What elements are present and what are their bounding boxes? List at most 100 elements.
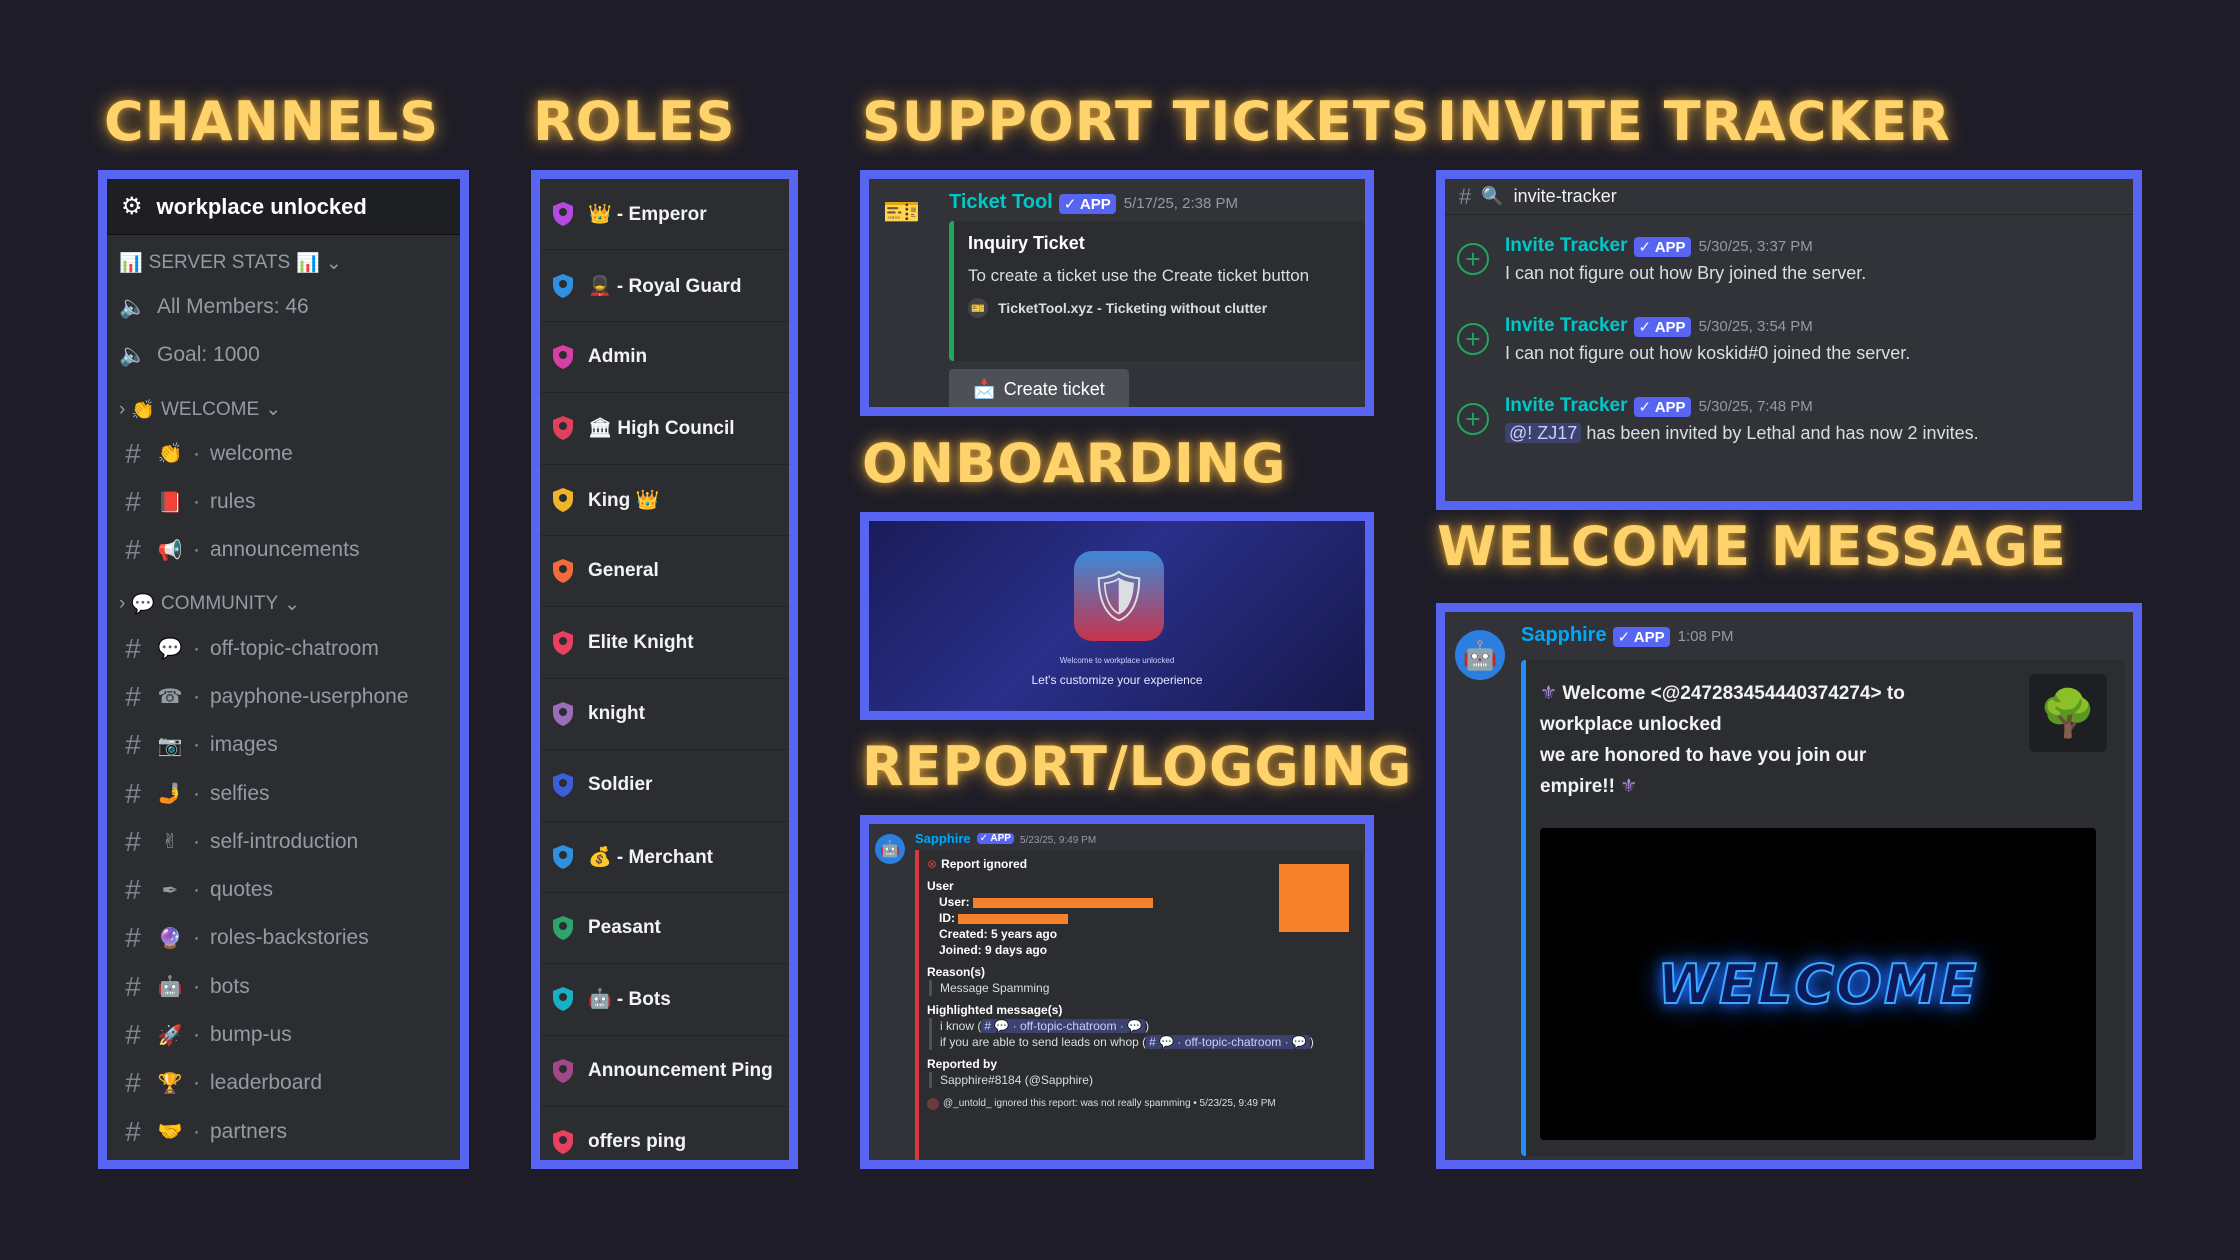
invite-timestamp: 5/30/25, 7:48 PM — [1698, 398, 1813, 415]
avatar — [927, 1098, 939, 1110]
role-name: Admin — [588, 345, 648, 367]
channels-panel: ⚙ workplace unlocked 📊 SERVER STATS 📊 ⌄ … — [98, 170, 469, 1169]
role-item[interactable]: Peasant — [540, 893, 789, 965]
role-item[interactable]: King 👑 — [540, 465, 789, 536]
role-item[interactable]: offers ping — [540, 1107, 789, 1160]
role-item[interactable]: Soldier — [540, 750, 789, 822]
welcome-line-4: empire!! — [1540, 776, 1615, 797]
role-item[interactable]: 💂 - Royal Guard — [540, 250, 789, 322]
role-item[interactable]: Announcement Ping — [540, 1036, 789, 1108]
report-footer: @_untold_ ignored this report: was not r… — [943, 1098, 1276, 1109]
category-community[interactable]: › 💬 COMMUNITY ⌄ — [107, 584, 460, 624]
invite-bot-name[interactable]: Invite Tracker — [1505, 315, 1628, 336]
id-key: ID: — [939, 911, 955, 925]
channel-bots[interactable]: #🤖·bots — [107, 963, 460, 1011]
channel-roles-backstories[interactable]: #🔮·roles-backstories — [107, 914, 460, 962]
dot-separator: · — [193, 781, 200, 805]
welcome-bot-name[interactable]: Sapphire — [1521, 624, 1607, 646]
role-item[interactable]: 💰 - Merchant — [540, 822, 789, 893]
hash-icon: # — [125, 874, 141, 906]
server-name: workplace unlocked — [156, 193, 367, 219]
channel-emoji-icon: ✒ — [161, 879, 179, 902]
shield-icon — [552, 844, 574, 870]
chevron-down-icon: ⌄ — [325, 252, 342, 274]
channel-chip[interactable]: # 💬 · off-topic-chatroom · 💬 — [981, 1019, 1146, 1033]
hash-icon: # — [125, 486, 141, 518]
role-item[interactable]: Elite Knight — [540, 607, 789, 679]
invite-bot-name[interactable]: Invite Tracker — [1505, 395, 1628, 416]
channel-chip[interactable]: # 💬 · off-topic-chatroom · 💬 — [1146, 1035, 1310, 1049]
channel-label: selfies — [210, 781, 270, 805]
welcome-banner-image: WELCOME — [1540, 828, 2096, 1140]
hash-icon: # — [125, 729, 141, 761]
heading-invite-tracker: INVITE TRACKER — [1437, 90, 1951, 153]
welcome-banner-text: WELCOME — [1656, 952, 1979, 1017]
dot-separator: · — [193, 974, 200, 998]
chevron-down-icon: ⌄ — [265, 399, 282, 421]
channel-partners[interactable]: #🤝·partners — [107, 1107, 460, 1155]
channel-self-introduction[interactable]: #✌·self-introduction — [107, 818, 460, 866]
channel-announcements[interactable]: #📢·announcements — [107, 526, 460, 574]
channel-selfies[interactable]: #🤳·selfies — [107, 769, 460, 817]
report-embed: ⊗ Report ignored User User: ID: Created:… — [915, 850, 1363, 1160]
hash-icon: # — [125, 437, 141, 469]
channel-bump-us[interactable]: #🚀·bump-us — [107, 1011, 460, 1059]
fleur-icon: ⚜ — [1540, 683, 1558, 704]
stat-channel[interactable]: 🔈Goal: 1000 — [107, 331, 460, 379]
server-header[interactable]: ⚙ workplace unlocked — [107, 179, 460, 235]
invite-bot-name[interactable]: Invite Tracker — [1505, 235, 1628, 256]
report-bot-name[interactable]: Sapphire — [915, 831, 971, 846]
channel-emoji-icon: ☎ — [157, 686, 183, 709]
stat-channel[interactable]: 🔈All Members: 46 — [107, 283, 460, 331]
role-item[interactable]: General — [540, 536, 789, 608]
welcome-line-1: Welcome <@247283454440374274> to — [1562, 683, 1905, 704]
role-item[interactable]: 🤖 - Bots — [540, 964, 789, 1036]
channel-rules[interactable]: #📕·rules — [107, 478, 460, 526]
channel-emoji-icon: 🔮 — [157, 927, 183, 950]
highlight-label: Highlighted message(s) — [927, 1003, 1063, 1017]
welcome-line-3: we are honored to have you join our — [1540, 745, 1867, 766]
role-name: Soldier — [588, 774, 653, 796]
shield-icon — [552, 630, 574, 656]
highlight-2-text: if you are able to send leads on whop ( — [940, 1035, 1147, 1049]
channel-welcome[interactable]: #👏·welcome — [107, 430, 460, 478]
channel-payphone-userphone[interactable]: #☎·payphone-userphone — [107, 673, 460, 721]
channel-label: off-topic-chatroom — [210, 636, 379, 660]
clap-icon: 👏 — [131, 399, 155, 421]
channel-off-topic-chatroom[interactable]: #💬·off-topic-chatroom — [107, 624, 460, 672]
app-badge: ✓ APP — [976, 833, 1014, 845]
channel-leaderboard[interactable]: #🏆·leaderboard — [107, 1059, 460, 1107]
role-name: King 👑 — [588, 489, 660, 511]
report-user-label: User — [927, 879, 954, 893]
channel-quotes[interactable]: #✒·quotes — [107, 866, 460, 914]
role-item[interactable]: Admin — [540, 322, 789, 394]
role-item[interactable]: 👑 - Emperor — [540, 179, 789, 251]
category-welcome[interactable]: › 👏 WELCOME ⌄ — [107, 390, 460, 430]
channel-label: bump-us — [210, 1023, 292, 1046]
role-name: Peasant — [588, 917, 661, 939]
shield-icon — [552, 986, 574, 1012]
channel-label: rules — [210, 490, 256, 514]
onboarding-small-text: Welcome to workplace unlocked — [1059, 656, 1175, 665]
create-ticket-button[interactable]: 📩 Create ticket — [949, 369, 1129, 407]
dot-separator: · — [193, 1119, 200, 1143]
channel-emoji-icon: 🤖 — [157, 976, 183, 999]
role-item[interactable]: 🏛 High Council — [540, 393, 789, 465]
role-item[interactable]: knight — [540, 679, 789, 751]
category-server-stats[interactable]: 📊 SERVER STATS 📊 ⌄ — [107, 243, 460, 283]
invite-text: has been invited by Lethal and has now 2… — [1586, 423, 1979, 443]
dot-separator: · — [193, 1023, 200, 1046]
joined-text: Joined: 9 days ago — [939, 943, 1048, 957]
channel-label: self-introduction — [210, 829, 359, 853]
dot-separator: · — [193, 636, 200, 660]
channel-images[interactable]: #📷·images — [107, 721, 460, 769]
user-mention[interactable]: @! ZJ17 — [1505, 423, 1582, 443]
role-name: Elite Knight — [588, 631, 694, 653]
channel-emoji-icon: 📷 — [157, 734, 183, 757]
ticket-bot-name[interactable]: Ticket Tool — [949, 191, 1053, 213]
reason-label: Reason(s) — [927, 965, 986, 979]
